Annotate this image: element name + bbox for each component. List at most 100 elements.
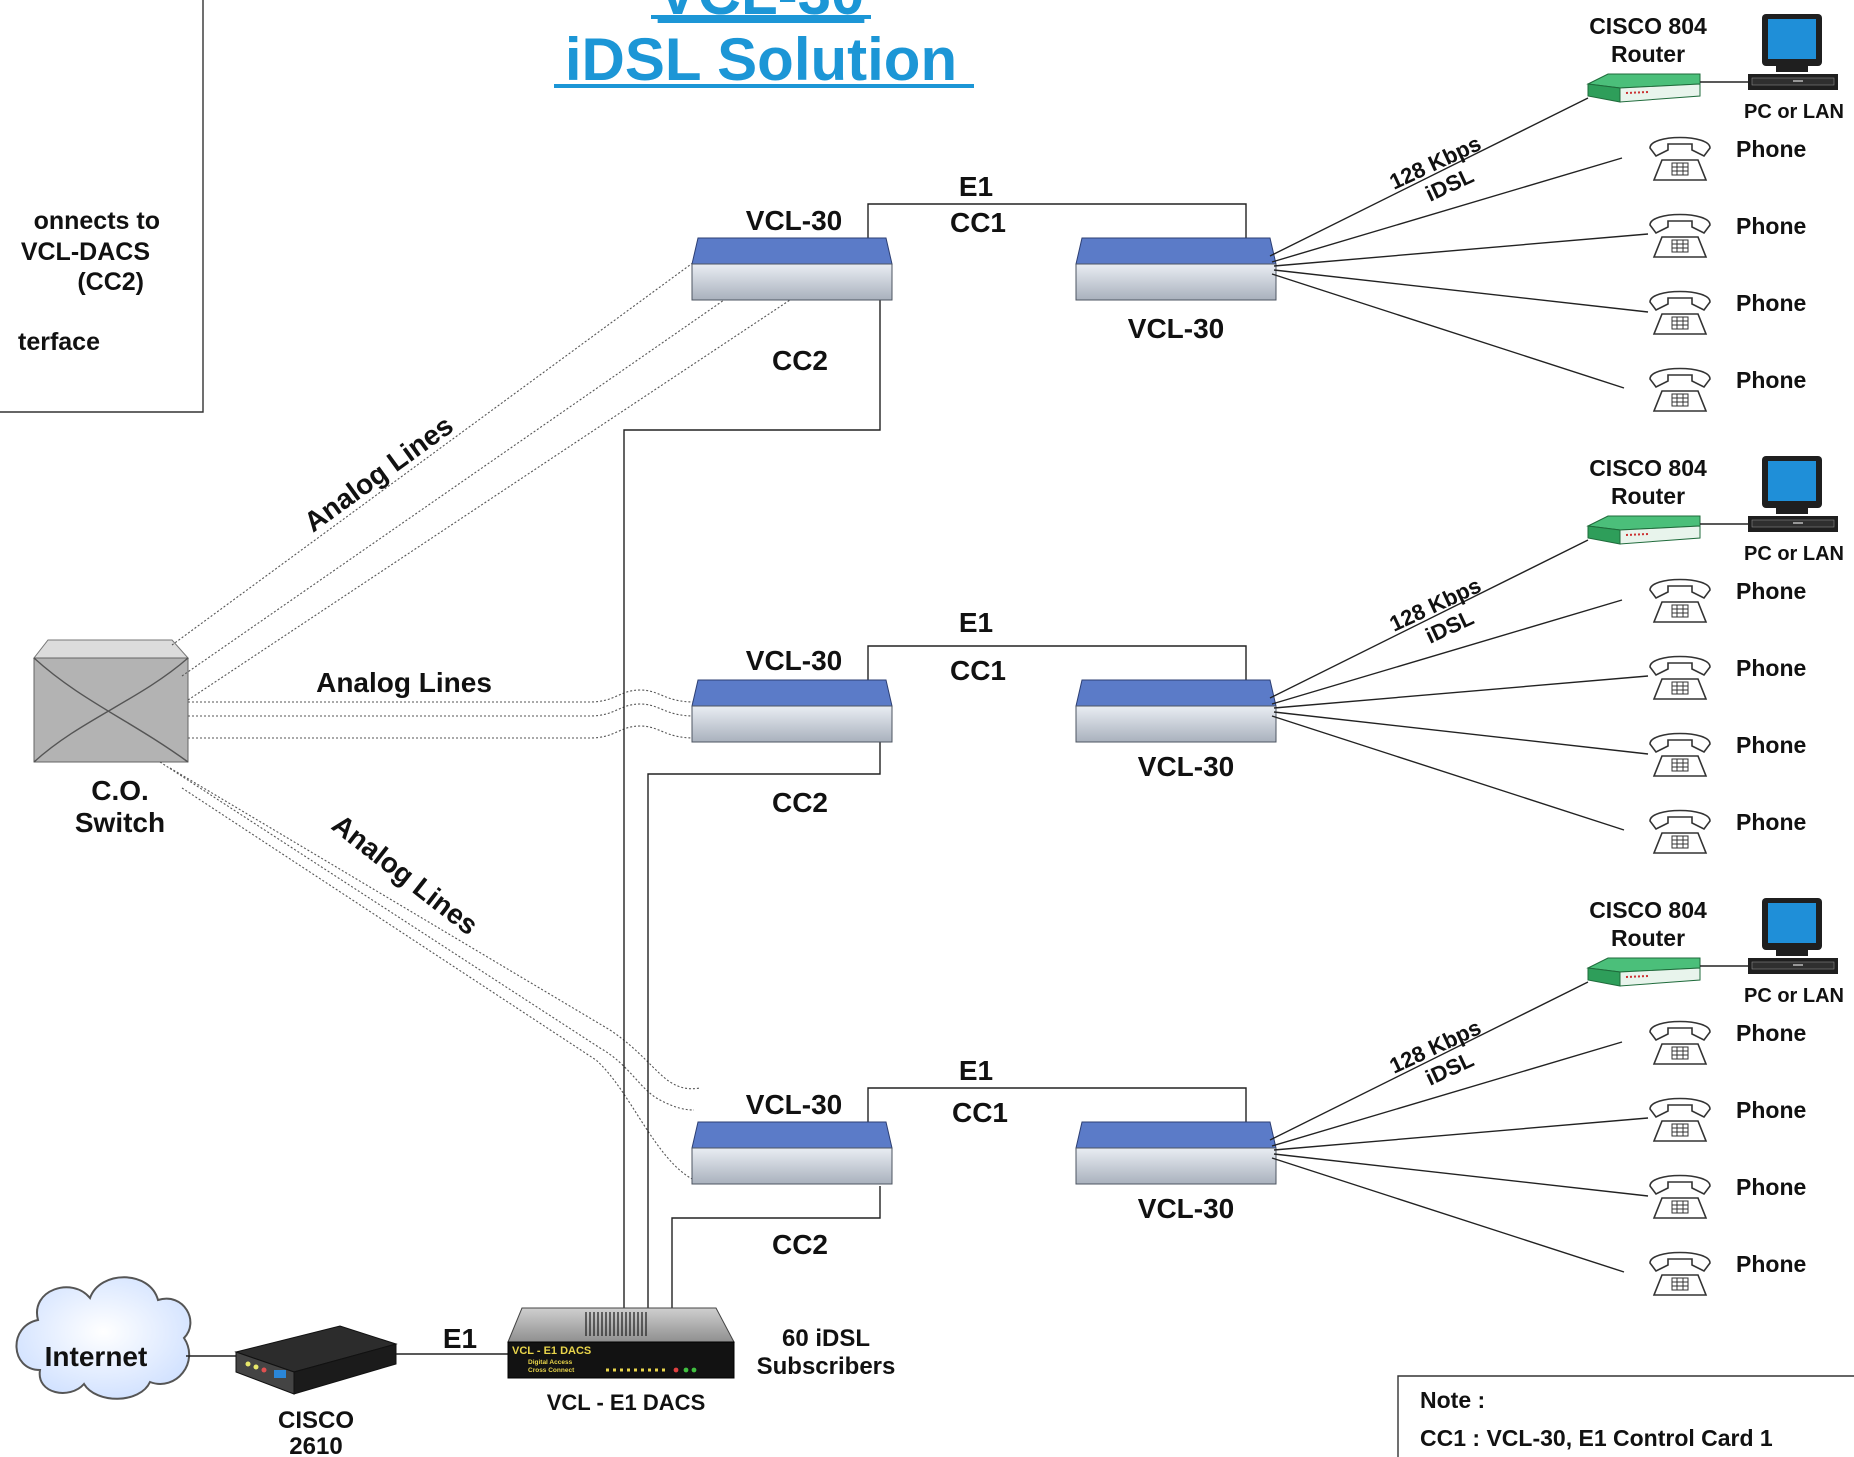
switch-label-2: Switch: [75, 807, 165, 838]
e1-cc1-link: [867, 645, 1247, 680]
phone-icon[interactable]: [1649, 367, 1711, 412]
subscriber-fanout-1: [1269, 97, 1649, 389]
phone-label: Phone: [1736, 809, 1806, 835]
router-label-1: CISCO 804: [1589, 455, 1707, 481]
remote-unit-label: VCL-30: [1138, 751, 1234, 782]
phone-label: Phone: [1736, 1097, 1806, 1123]
title-line-2: iDSL Solution: [565, 26, 957, 93]
pc-label: PC or LAN: [1744, 101, 1844, 123]
e1-cc1-link: [867, 203, 1247, 238]
router-label-2: Router: [1611, 483, 1685, 509]
phone-icon[interactable]: [1649, 732, 1711, 777]
remote-vcl30-unit[interactable]: [1075, 679, 1277, 743]
remote-vcl30-unit[interactable]: [1075, 1121, 1277, 1185]
e1-label: E1: [959, 171, 993, 202]
analog-lines-label-top: Analog Lines: [298, 409, 458, 537]
router-label-2: Router: [1611, 925, 1685, 951]
phone-icon[interactable]: [1649, 578, 1711, 623]
co-vcl30-unit[interactable]: [691, 1121, 893, 1185]
phone-icon[interactable]: [1649, 809, 1711, 854]
router-label-1: CISCO 804: [1589, 897, 1707, 923]
pc-icon[interactable]: [1747, 897, 1839, 975]
dacs-face-sub-2: Cross Connect: [528, 1367, 575, 1374]
cisco-804-router[interactable]: [1587, 957, 1701, 987]
legend-text-4: terface: [18, 328, 100, 356]
phone-icon[interactable]: [1649, 1251, 1711, 1296]
cc2-label: CC2: [772, 787, 828, 818]
analog-lines-label-middle: Analog Lines: [316, 667, 492, 698]
analog-lines-top: [171, 261, 791, 701]
phone-label: Phone: [1736, 1251, 1806, 1277]
dacs-face-sub-1: Digital Access: [528, 1359, 573, 1366]
note-box: [1397, 1375, 1854, 1457]
cc2-label: CC2: [772, 345, 828, 376]
phone-label: Phone: [1736, 213, 1806, 239]
phone-label: Phone: [1736, 290, 1806, 316]
e1-cc1-link: [867, 1087, 1247, 1122]
cisco-2610-label-1: CISCO: [278, 1407, 354, 1434]
internet-label: Internet: [45, 1341, 148, 1372]
switch-label-1: C.O.: [91, 775, 149, 806]
pc-label: PC or LAN: [1744, 985, 1844, 1007]
dacs-e1-label: E1: [443, 1323, 477, 1354]
phone-icon[interactable]: [1649, 1097, 1711, 1142]
cisco-804-router[interactable]: [1587, 73, 1701, 103]
router-label-1: CISCO 804: [1589, 13, 1707, 39]
remote-vcl30-unit[interactable]: [1075, 237, 1277, 301]
phone-icon[interactable]: [1649, 1020, 1711, 1065]
cc1-label: CC1: [952, 1097, 1008, 1128]
co-vcl30-unit[interactable]: [691, 237, 893, 301]
remote-unit-label: VCL-30: [1128, 313, 1224, 344]
group-3: [691, 1087, 1277, 1185]
co-unit-label: VCL-30: [746, 645, 842, 676]
dacs-caption: VCL - E1 DACS: [547, 1390, 706, 1415]
phone-icon[interactable]: [1649, 655, 1711, 700]
co-unit-label: VCL-30: [746, 1089, 842, 1120]
subscribers-label-1: 60 iDSL: [782, 1325, 870, 1352]
vcl-e1-dacs-unit[interactable]: [507, 1307, 735, 1379]
group-1: [691, 203, 1277, 301]
legend-text-3: (CC2): [77, 268, 144, 296]
cc1-label: CC1: [950, 655, 1006, 686]
phone-icon[interactable]: [1649, 136, 1711, 181]
cc2-link-bottom: [671, 1186, 881, 1310]
note-heading: Note :: [1420, 1387, 1485, 1413]
phone-label: Phone: [1736, 136, 1806, 162]
phone-label: Phone: [1736, 578, 1806, 604]
phone-label: Phone: [1736, 1174, 1806, 1200]
cisco-2610-router[interactable]: [234, 1325, 398, 1395]
phone-label: Phone: [1736, 655, 1806, 681]
phone-label: Phone: [1736, 732, 1806, 758]
co-switch[interactable]: [32, 639, 190, 763]
legend-text-1: onnects to: [34, 207, 160, 235]
phone-label: Phone: [1736, 1020, 1806, 1046]
cisco-2610-label-2: 2610: [289, 1433, 342, 1457]
cisco-804-router[interactable]: [1587, 515, 1701, 545]
group-2: [691, 645, 1277, 743]
pc-icon[interactable]: [1747, 13, 1839, 91]
analog-lines-middle: [188, 689, 695, 739]
note-line-1: CC1 : VCL-30, E1 Control Card 1: [1420, 1425, 1773, 1451]
subscriber-fanout-3: [1269, 981, 1649, 1273]
phone-icon[interactable]: [1649, 290, 1711, 335]
pc-label: PC or LAN: [1744, 543, 1844, 565]
subscribers-label-2: Subscribers: [757, 1353, 896, 1380]
cc2-label: CC2: [772, 1229, 828, 1260]
phone-icon[interactable]: [1649, 1174, 1711, 1219]
title-line-1: VCL-30: [658, 0, 865, 27]
subscriber-fanout-2: [1269, 539, 1649, 831]
legend-text-2: VCL-DACS: [21, 238, 150, 266]
co-unit-label: VCL-30: [746, 205, 842, 236]
cc2-link-top: [623, 300, 881, 1310]
pc-icon[interactable]: [1747, 455, 1839, 533]
internet-cloud[interactable]: [15, 1276, 192, 1400]
cc2-link-middle: [647, 742, 881, 1310]
remote-unit-label: VCL-30: [1138, 1193, 1234, 1224]
phone-icon[interactable]: [1649, 213, 1711, 258]
e1-label: E1: [959, 1055, 993, 1086]
dacs-face-title: VCL - E1 DACS: [512, 1345, 591, 1357]
router-label-2: Router: [1611, 41, 1685, 67]
analog-lines-bottom: [159, 761, 701, 1181]
co-vcl30-unit[interactable]: [691, 679, 893, 743]
